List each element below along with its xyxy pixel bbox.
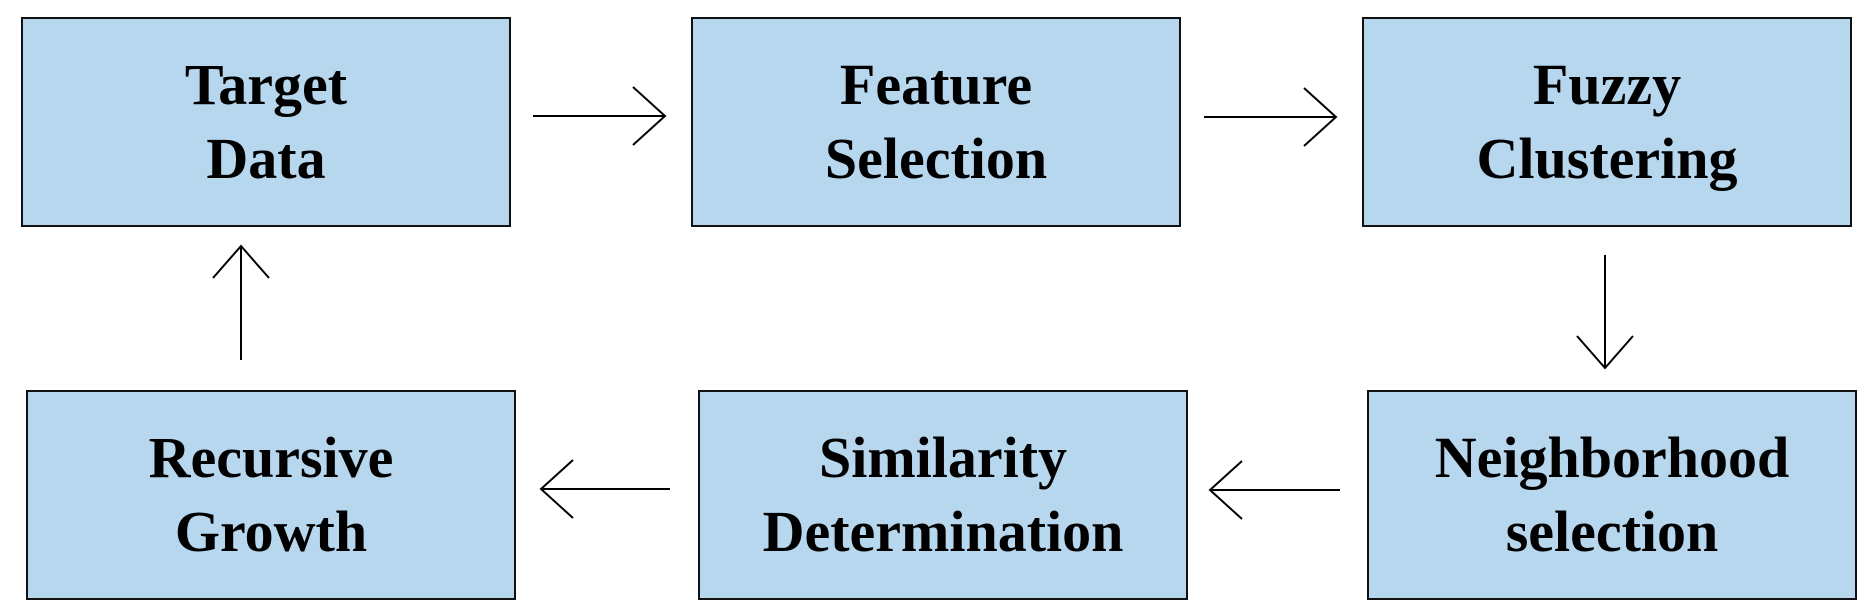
node-label: Target Data: [184, 52, 348, 191]
arrow-right-icon: [1204, 87, 1338, 147]
node-label: Fuzzy Clustering: [1476, 52, 1738, 191]
arrow-left-icon: [1208, 460, 1340, 520]
node-feature-selection: Feature Selection: [691, 17, 1181, 227]
arrow-up-icon: [212, 244, 270, 360]
node-neighborhood-selection: Neighborhood selection: [1367, 390, 1857, 600]
node-label: Feature Selection: [824, 52, 1048, 191]
arrow-left-icon: [539, 459, 670, 519]
arrow-down-icon: [1576, 255, 1634, 370]
node-similarity-determination: Similarity Determination: [698, 390, 1188, 600]
node-target-data: Target Data: [21, 17, 511, 227]
node-label: Similarity Determination: [762, 425, 1124, 564]
node-label: Recursive Growth: [148, 425, 394, 564]
node-label: Neighborhood selection: [1434, 425, 1790, 564]
arrow-right-icon: [533, 86, 667, 146]
node-fuzzy-clustering: Fuzzy Clustering: [1362, 17, 1852, 227]
node-recursive-growth: Recursive Growth: [26, 390, 516, 600]
